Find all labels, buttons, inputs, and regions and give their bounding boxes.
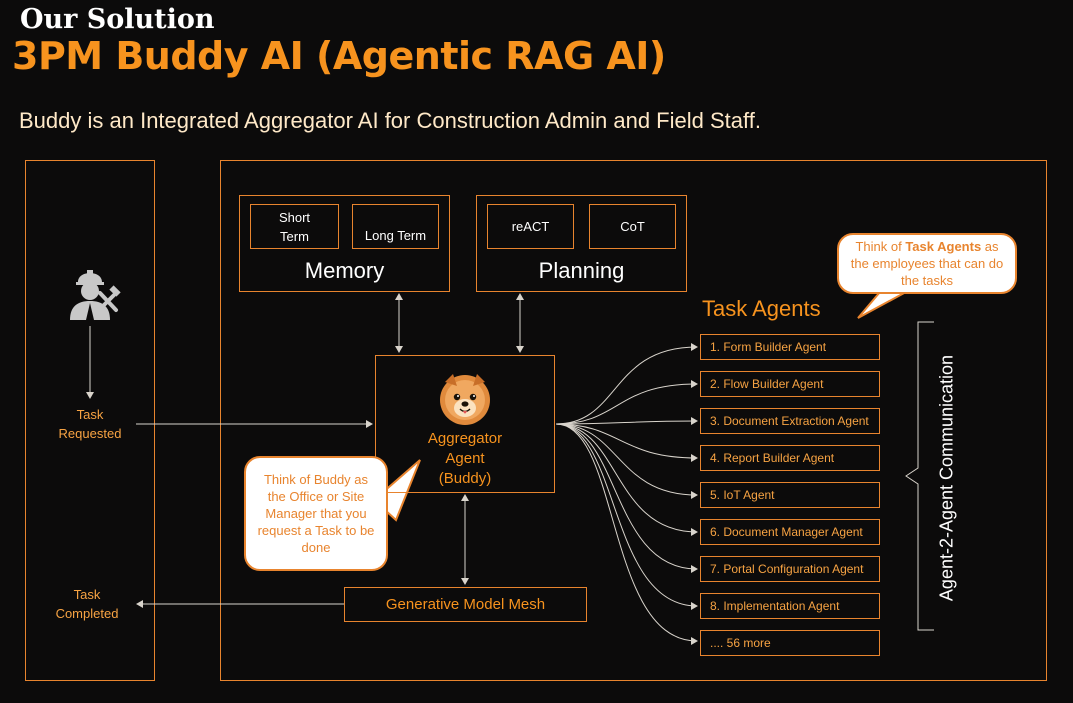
generative-model-mesh-label: Generative Model Mesh (385, 596, 546, 613)
fan-line-1 (555, 343, 698, 425)
agent-communication-text: Agent-2-Agent Communication (936, 354, 957, 602)
task-agent-item: 1. Form Builder Agent (700, 334, 880, 360)
page-title: 3PM Buddy AI (Agentic RAG AI) (12, 34, 666, 78)
memory-short-term: Short Term (250, 204, 339, 249)
communication-brace (905, 321, 934, 631)
user-lane-frame (25, 160, 155, 681)
task-agent-item: 3. Document Extraction Agent (700, 408, 880, 434)
aggregator-agent-box: Aggregator Agent (Buddy) (375, 355, 555, 493)
task-completed-label: Task Completed (55, 587, 119, 621)
buddy-callout: Think of Buddy as the Office or Site Man… (244, 456, 388, 571)
task-agent-item: 4. Report Builder Agent (700, 445, 880, 471)
pomeranian-mascot-icon (437, 370, 493, 426)
fan-line-3 (555, 417, 698, 426)
planning-cot: CoT (589, 204, 676, 249)
task-agent-item: 8. Implementation Agent (700, 593, 880, 619)
planning-label: Planning (538, 258, 625, 283)
task-agent-item: 7. Portal Configuration Agent (700, 556, 880, 582)
aggregator-label-line2: Agent (445, 450, 485, 467)
fan-line-5 (555, 423, 698, 499)
aggregator-label-line1: Aggregator (427, 430, 503, 447)
fan-line-6 (555, 423, 698, 536)
task-agent-item: 5. IoT Agent (700, 482, 880, 508)
fan-line-7 (555, 423, 698, 573)
task-agents-callout-pre: Think of (855, 239, 906, 254)
memory-group: Memory (239, 195, 450, 292)
task-agents-callout-post: as the employees that can do the tasks (850, 239, 1004, 288)
memory-label: Memory (304, 258, 385, 283)
task-agents-heading: Task Agents (702, 296, 821, 321)
bubble-tail-task-agents (857, 291, 907, 319)
generative-model-mesh-box: Generative Model Mesh (344, 587, 587, 622)
task-agent-item: 2. Flow Builder Agent (700, 371, 880, 397)
construction-worker-icon (58, 262, 122, 320)
fan-line-2 (555, 380, 698, 425)
task-agents-callout: Think of Task Agents as the employees th… (837, 233, 1017, 294)
memory-long-term: Long Term (352, 204, 439, 249)
buddy-callout-text: Think of Buddy as the Office or Site Man… (257, 472, 375, 555)
planning-group: Planning (476, 195, 687, 292)
task-agent-item-more: .... 56 more (700, 630, 880, 656)
eyebrow-title: Our Solution (20, 4, 215, 35)
task-agents-callout-bold: Task Agents (905, 239, 982, 254)
task-requested-label: Task Requested (58, 407, 122, 441)
aggregator-label-line3: (Buddy) (438, 470, 492, 487)
fan-line-4 (555, 423, 698, 462)
system-frame (220, 160, 1047, 681)
planning-react: reACT (487, 204, 574, 249)
fan-line-8 (555, 423, 698, 610)
page-subtitle: Buddy is an Integrated Aggregator AI for… (19, 108, 761, 133)
fan-line-9 (555, 423, 698, 645)
task-agent-item: 6. Document Manager Agent (700, 519, 880, 545)
